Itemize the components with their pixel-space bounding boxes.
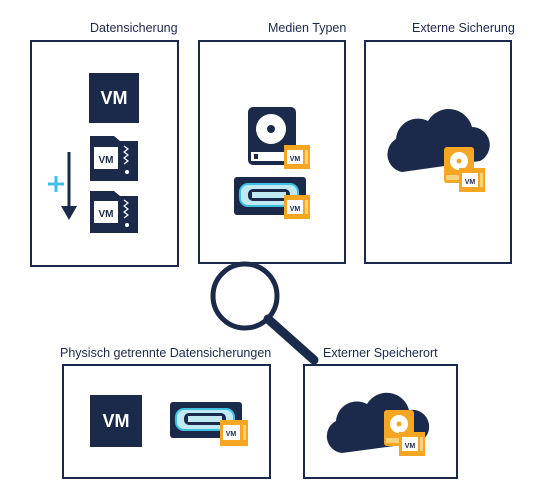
vm-card-text: VM [226,431,237,438]
vm-card-orange-icon: VM [220,420,248,446]
down-arrow-icon [61,152,77,220]
label-datensicherung: Datensicherung [90,21,178,35]
vm-card-icon: VM [90,191,138,233]
vm-card-text: VM [290,156,301,163]
label-medien-typen: Medien Typen [268,21,347,35]
vm-card-orange-icon: VM [459,168,485,192]
vm-card-icon: VM [90,136,138,181]
vm-card-text: VM [405,443,416,450]
hard-drive-icon [248,107,296,165]
label-externer-speicherort: Externer Speicherort [323,346,438,360]
label-physisch-getrennte-datensicherungen: Physisch getrennte Datensicherungen [60,346,272,360]
vm-card-text: VM [99,209,114,220]
plus-icon [48,176,64,192]
vm-card-orange-icon: VM [284,145,310,169]
vm-card-text: VM [465,179,476,186]
vm-card-text: VM [290,206,301,213]
vm-icon: VM [90,395,142,447]
magnifier-icon [210,261,319,365]
vm-card-orange-icon: VM [399,432,425,456]
vm-card-orange-icon: VM [284,195,310,219]
vm-icon: VM [89,73,139,123]
vm-card-text: VM [99,155,114,166]
label-externe-sicherung: Externe Sicherung [412,21,515,35]
cloud-icon [387,109,490,172]
